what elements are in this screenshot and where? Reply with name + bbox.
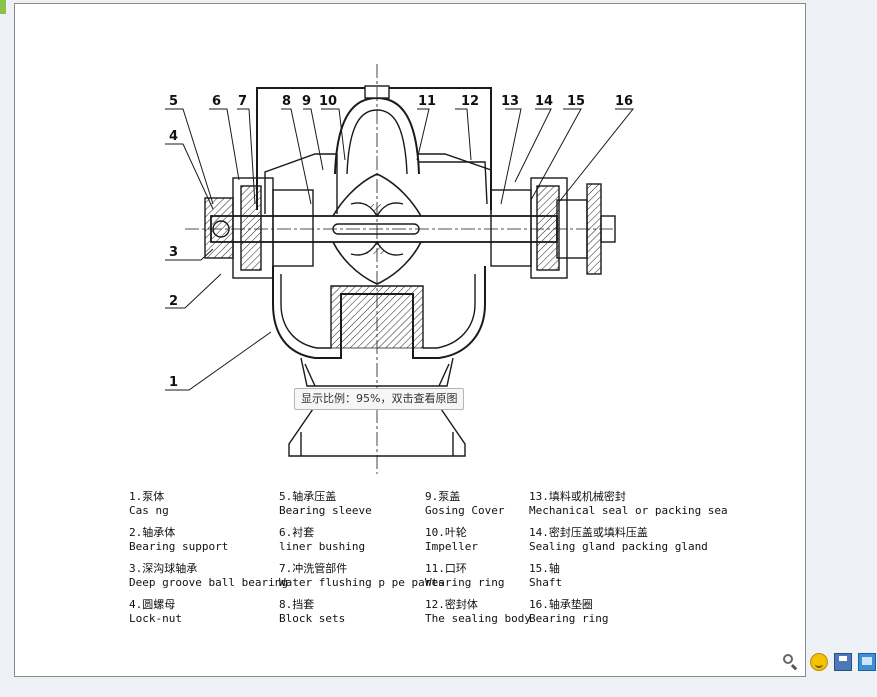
status-strip	[0, 684, 877, 697]
callout-7: 7	[238, 94, 247, 109]
callout-13: 13	[501, 94, 519, 109]
image-viewer[interactable]: 1 2 3 4 5 6 7 8 9 10 11 12 13 14 15 16 显…	[14, 3, 806, 677]
callout-4: 4	[169, 129, 178, 144]
callout-15: 15	[567, 94, 585, 109]
callout-9: 9	[302, 94, 311, 109]
callout-3: 3	[169, 245, 178, 260]
callout-11: 11	[418, 94, 436, 109]
smiley-icon[interactable]	[810, 653, 828, 671]
callout-16: 16	[615, 94, 633, 109]
monitor-icon[interactable]	[858, 653, 876, 671]
callout-1: 1	[169, 375, 178, 390]
callout-14: 14	[535, 94, 553, 109]
pump-drawing: 1 2 3 4 5 6 7 8 9 10 11 12 13 14 15 16	[165, 64, 635, 474]
callout-5: 5	[169, 94, 178, 109]
callout-8: 8	[282, 94, 291, 109]
zoom-icon[interactable]	[782, 653, 800, 671]
callout-6: 6	[212, 94, 221, 109]
zoom-tooltip: 显示比例：95%，双击查看原图	[294, 388, 465, 410]
left-edge-marker	[0, 0, 6, 14]
save-icon[interactable]	[834, 653, 852, 671]
viewer-toolbar	[780, 653, 877, 675]
callout-2: 2	[169, 294, 178, 309]
callout-10: 10	[319, 94, 337, 109]
callout-12: 12	[461, 94, 479, 109]
